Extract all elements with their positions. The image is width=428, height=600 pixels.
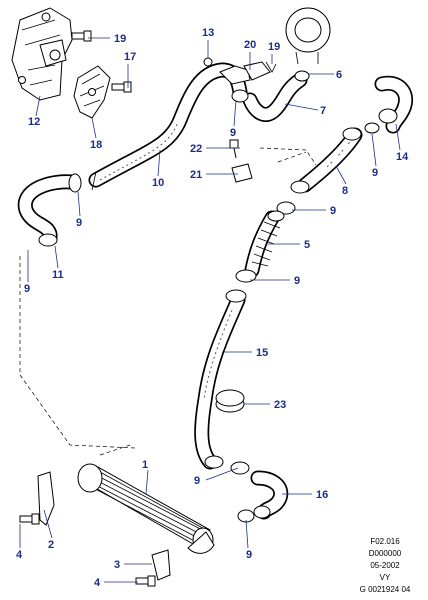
callout-7: 7 [320,105,326,117]
callout-19-right: 19 [268,41,280,53]
hose-7 [242,72,308,122]
callout-20: 20 [244,39,256,51]
callout-9-d: 9 [372,167,378,179]
callout-12: 12 [28,116,40,128]
intercooler-1 [77,463,215,554]
callout-8: 8 [342,185,348,197]
callout-22: 22 [190,143,202,155]
hose-5 [244,210,281,278]
callout-9-b: 9 [76,217,82,229]
sensor-21-22 [229,139,253,183]
callout-6: 6 [336,69,342,81]
callout-1: 1 [142,459,148,471]
ref-figure-number: F02.016 [370,537,400,546]
bolt-4-upper [19,513,40,525]
small-parts-13-20 [203,57,277,85]
callout-9-f: 9 [294,275,300,287]
callout-11: 11 [52,269,64,281]
hose-11 [17,174,80,246]
callout-9-h: 9 [246,549,252,561]
ref-date: 05-2002 [370,561,400,570]
callout-13: 13 [202,27,214,39]
callout-9-a: 9 [230,127,236,139]
throttle-body [285,7,331,65]
sleeve-23 [215,389,245,413]
assembly-lines [19,147,317,456]
callout-14: 14 [396,151,409,163]
callout-17: 17 [124,51,136,63]
callout-9-c: 9 [24,283,30,295]
callout-labels: 19 17 12 18 13 20 19 6 7 9 22 21 10 9 11… [16,27,409,589]
callout-4-upper: 4 [16,549,23,561]
bracket-2 [37,471,55,526]
bolt-4-lower [135,575,156,587]
callout-5: 5 [304,239,310,251]
callout-15: 15 [256,347,268,359]
callout-21: 21 [190,169,202,181]
clamps [38,70,398,523]
mounting-bracket-12 [11,7,73,101]
ref-model: VY [379,573,391,582]
ref-graphic-id: G 0021924 04 [359,585,411,594]
bracket-18 [73,65,111,119]
callout-19-top: 19 [114,33,126,45]
bolt-17 [111,81,132,93]
drawing-reference-block: F02.016 D000000 05-2002 VY G 0021924 04 [350,536,420,596]
bolt-19-left [71,30,92,42]
callout-10: 10 [152,177,164,189]
callout-16: 16 [316,489,328,501]
callout-9-e: 9 [330,205,336,217]
callout-18: 18 [90,139,102,151]
hose-15 [194,292,246,470]
ref-code: D000000 [368,549,402,558]
hose-14 [374,75,413,134]
callout-4-lower: 4 [94,577,101,589]
callout-3: 3 [114,559,120,571]
leader-lines [19,37,401,583]
bracket-3 [151,549,171,581]
callout-2: 2 [48,539,54,551]
callout-9-g: 9 [194,475,200,487]
callout-23: 23 [274,399,286,411]
